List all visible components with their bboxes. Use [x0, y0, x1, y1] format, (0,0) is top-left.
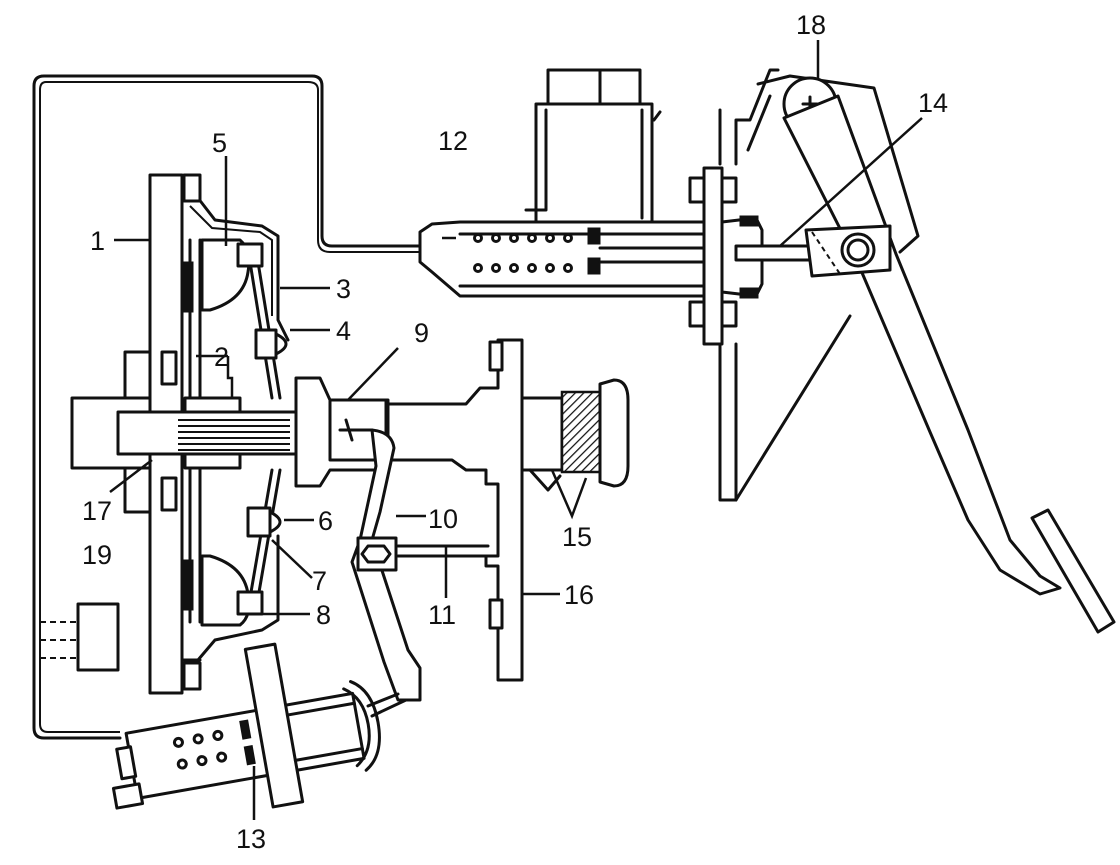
master-cylinder-flange	[702, 166, 724, 346]
pivot-ring-upper	[254, 328, 288, 360]
label-9: 9	[414, 318, 429, 348]
clutch-disc-hub	[183, 396, 242, 414]
master-cylinder-spring	[473, 233, 573, 273]
label-2: 2	[214, 342, 229, 372]
push-rod	[734, 244, 814, 262]
output-gear	[560, 390, 602, 474]
label-1: 1	[90, 226, 105, 256]
label-10: 10	[428, 504, 458, 534]
hydraulic-line	[32, 74, 422, 740]
leader-lines	[109, 40, 923, 820]
output-shaft	[520, 396, 564, 472]
hydraulic-line-inner	[39, 81, 420, 733]
sensor-19	[40, 602, 120, 672]
pedal-bracket	[746, 74, 920, 254]
label-5: 5	[212, 128, 227, 158]
label-17: 17	[82, 496, 112, 526]
label-12: 12	[438, 126, 468, 156]
pedal-pad	[1030, 508, 1116, 634]
pedal-arm	[782, 94, 1062, 596]
gearbox-casing	[386, 338, 524, 682]
fork-pivot	[396, 544, 490, 558]
label-15: 15	[562, 522, 592, 552]
label-11: 11	[428, 600, 456, 630]
input-shaft	[116, 410, 320, 456]
pivot-ring-lower	[246, 506, 282, 538]
label-6: 6	[318, 506, 333, 536]
label-16: 16	[564, 580, 594, 610]
label-7: 7	[312, 566, 327, 596]
label-3: 3	[336, 274, 351, 304]
clutch-disc	[188, 238, 202, 624]
label-13: 13	[236, 824, 266, 854]
reservoir	[524, 68, 662, 224]
part-labels: 1 2 3 4 5 6 7 8 9 10 11 12 13 14 15 16 1…	[82, 10, 948, 854]
label-14: 14	[918, 88, 948, 118]
label-18: 18	[796, 10, 826, 40]
bulkhead	[718, 68, 780, 502]
label-4: 4	[336, 316, 351, 346]
slave-cylinder	[111, 642, 381, 810]
label-8: 8	[316, 600, 331, 630]
label-19: 19	[82, 540, 112, 570]
